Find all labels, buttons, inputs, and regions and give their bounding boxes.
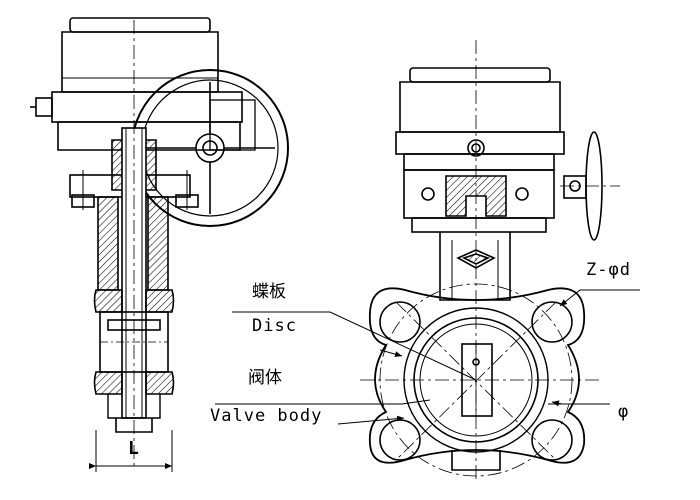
valve-body-label-cn: 阀体 [248, 368, 282, 388]
right-valve-body [368, 287, 586, 471]
dimension-l-lines [89, 430, 173, 472]
diameter-symbol-label: φ [618, 402, 630, 422]
disc-label-cn: 蝶板 [252, 282, 286, 302]
right-valve-neck [439, 232, 511, 301]
front-view [215, 40, 640, 480]
right-actuator-housing [395, 67, 565, 233]
holes-dimension-label: Z-φd [586, 260, 631, 280]
side-section-view [30, 17, 289, 472]
disc-label-en: Disc [252, 316, 297, 336]
length-dimension-label: L [128, 438, 139, 459]
left-seat-liners [93, 289, 175, 395]
right-centerlines [360, 40, 620, 480]
valve-body-label-en: Valve body [210, 406, 323, 426]
leader-lines [215, 289, 640, 425]
